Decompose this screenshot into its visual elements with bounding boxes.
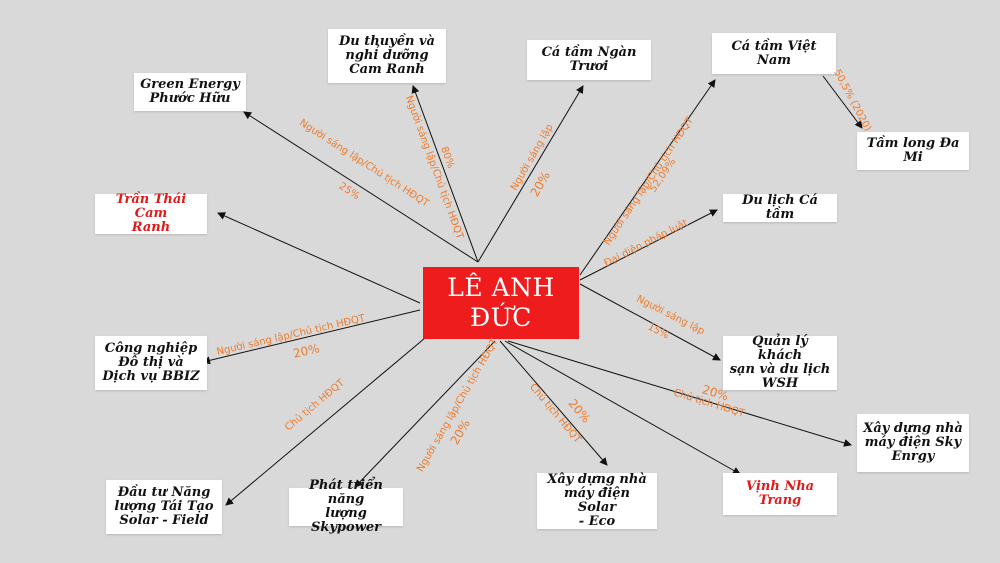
edge-wsh: [579, 283, 721, 361]
node-solar-eco: Xây dựng nhà máy điện Solar - Eco: [537, 473, 657, 529]
node-solar-eco-line: - Eco: [578, 514, 616, 529]
node-tran-thai-line: Ranh: [131, 220, 171, 235]
node-green-energy: Green Energy Phước Hữu: [134, 73, 246, 111]
node-ngan-truoi-line: Cá tầm Ngàn: [541, 45, 637, 60]
node-wsh-line: sạn và du lịch: [729, 362, 831, 377]
node-vinh-nha-trang: Vịnh Nha Trang: [723, 473, 837, 515]
edge-tam-long: [822, 75, 863, 129]
node-skypower: Phát triển năng lượng Skypower: [289, 479, 403, 535]
node-ca-tam-viet-nam: Cá tầm Việt Nam: [712, 33, 836, 74]
node-sky-energy-line: máy điện Sky: [864, 435, 962, 450]
node-skypower-line: Phát triển năng: [309, 478, 383, 507]
node-tam-long-da-mi: Tầm long Đa Mi: [857, 132, 969, 170]
edge-skypower: [354, 340, 496, 488]
edge-du-lich: [579, 209, 718, 281]
node-green-energy-line: Green Energy: [140, 77, 240, 92]
node-ngan-truoi-line: Trươi: [569, 59, 609, 74]
node-cong-nghiep-bbiz: Công nghiệp Đô thị và Dịch vụ BBIZ: [95, 336, 207, 390]
node-solar-field-line: Solar - Field: [119, 513, 209, 528]
center-node-le-anh-duc: LÊ ANH ĐỨC: [423, 267, 579, 339]
edge-sky-energy: [507, 340, 852, 447]
node-sky-energy-line: Xây dựng nhà: [863, 421, 963, 436]
center-line-2: ĐỨC: [470, 303, 532, 332]
node-bbiz-line: Dịch vụ BBIZ: [102, 369, 200, 384]
edge-vinh-nha-trang: [504, 340, 741, 475]
edge-du-thuyen: [411, 85, 479, 263]
edge-bbiz: [202, 309, 421, 365]
node-du-thuyen-line: nghỉ dưỡng: [345, 48, 429, 63]
node-wsh-line: Quản lý khách: [752, 334, 808, 363]
node-green-energy-line: Phước Hữu: [149, 91, 231, 106]
node-quan-ly-khach-san: Quản lý khách sạn và du lịch WSH: [723, 334, 837, 391]
node-tran-thai-line: Trần Thái Cam: [115, 192, 187, 221]
node-bbiz-line: Đô thị và: [118, 355, 184, 370]
node-solar-field-line: lượng Tái Tạo: [114, 499, 214, 514]
node-bbiz-line: Công nghiệp: [104, 341, 198, 356]
edge-solar-eco: [499, 340, 608, 466]
node-sky-energy-line: Enrgy: [891, 449, 935, 464]
node-du-thuyen: Du thuyền và nghỉ dưỡng Cam Ranh: [328, 29, 446, 83]
node-solar-eco-line: Xây dựng nhà: [547, 472, 647, 487]
node-skypower-line: lượng Skypower: [310, 506, 382, 535]
center-line-1: LÊ ANH: [447, 273, 555, 302]
edge-ca-tam-vn: [579, 79, 716, 276]
node-ca-tam-ngan-truoi: Cá tầm Ngàn Trươi: [527, 40, 651, 80]
node-solar-field-line: Đầu tư Năng: [117, 485, 211, 500]
edge-solar-field: [225, 337, 426, 506]
node-du-thuyen-line: Cam Ranh: [349, 62, 425, 77]
node-sky-energy: Xây dựng nhà máy điện Sky Enrgy: [857, 414, 969, 472]
node-tam-long-line: Mi: [903, 150, 923, 165]
node-tam-long-line: Tầm long Đa: [866, 136, 960, 151]
node-ca-tam-vn-line: Nam: [756, 52, 792, 68]
node-tran-thai-cam-ranh: Trần Thái Cam Ranh: [95, 192, 207, 235]
edge-green-energy: [243, 111, 479, 263]
node-solar-eco-line: máy điện Solar: [563, 486, 630, 515]
node-du-lich-ca-tam: Du lịch Cá tầm: [723, 194, 837, 222]
node-solar-field: Đầu tư Năng lượng Tái Tạo Solar - Field: [106, 480, 222, 534]
edge-ngan-truoi: [477, 85, 584, 263]
node-du-lich-line: Du lịch Cá tầm: [742, 193, 818, 222]
node-du-thuyen-line: Du thuyền và: [339, 34, 435, 49]
node-vinh-line: Vịnh Nha: [745, 479, 815, 494]
node-vinh-line: Trang: [758, 493, 802, 508]
edge-tran-thai: [217, 212, 421, 304]
node-ca-tam-vn-line: Cá tầm Việt: [731, 38, 817, 54]
node-wsh-line: WSH: [761, 376, 799, 391]
